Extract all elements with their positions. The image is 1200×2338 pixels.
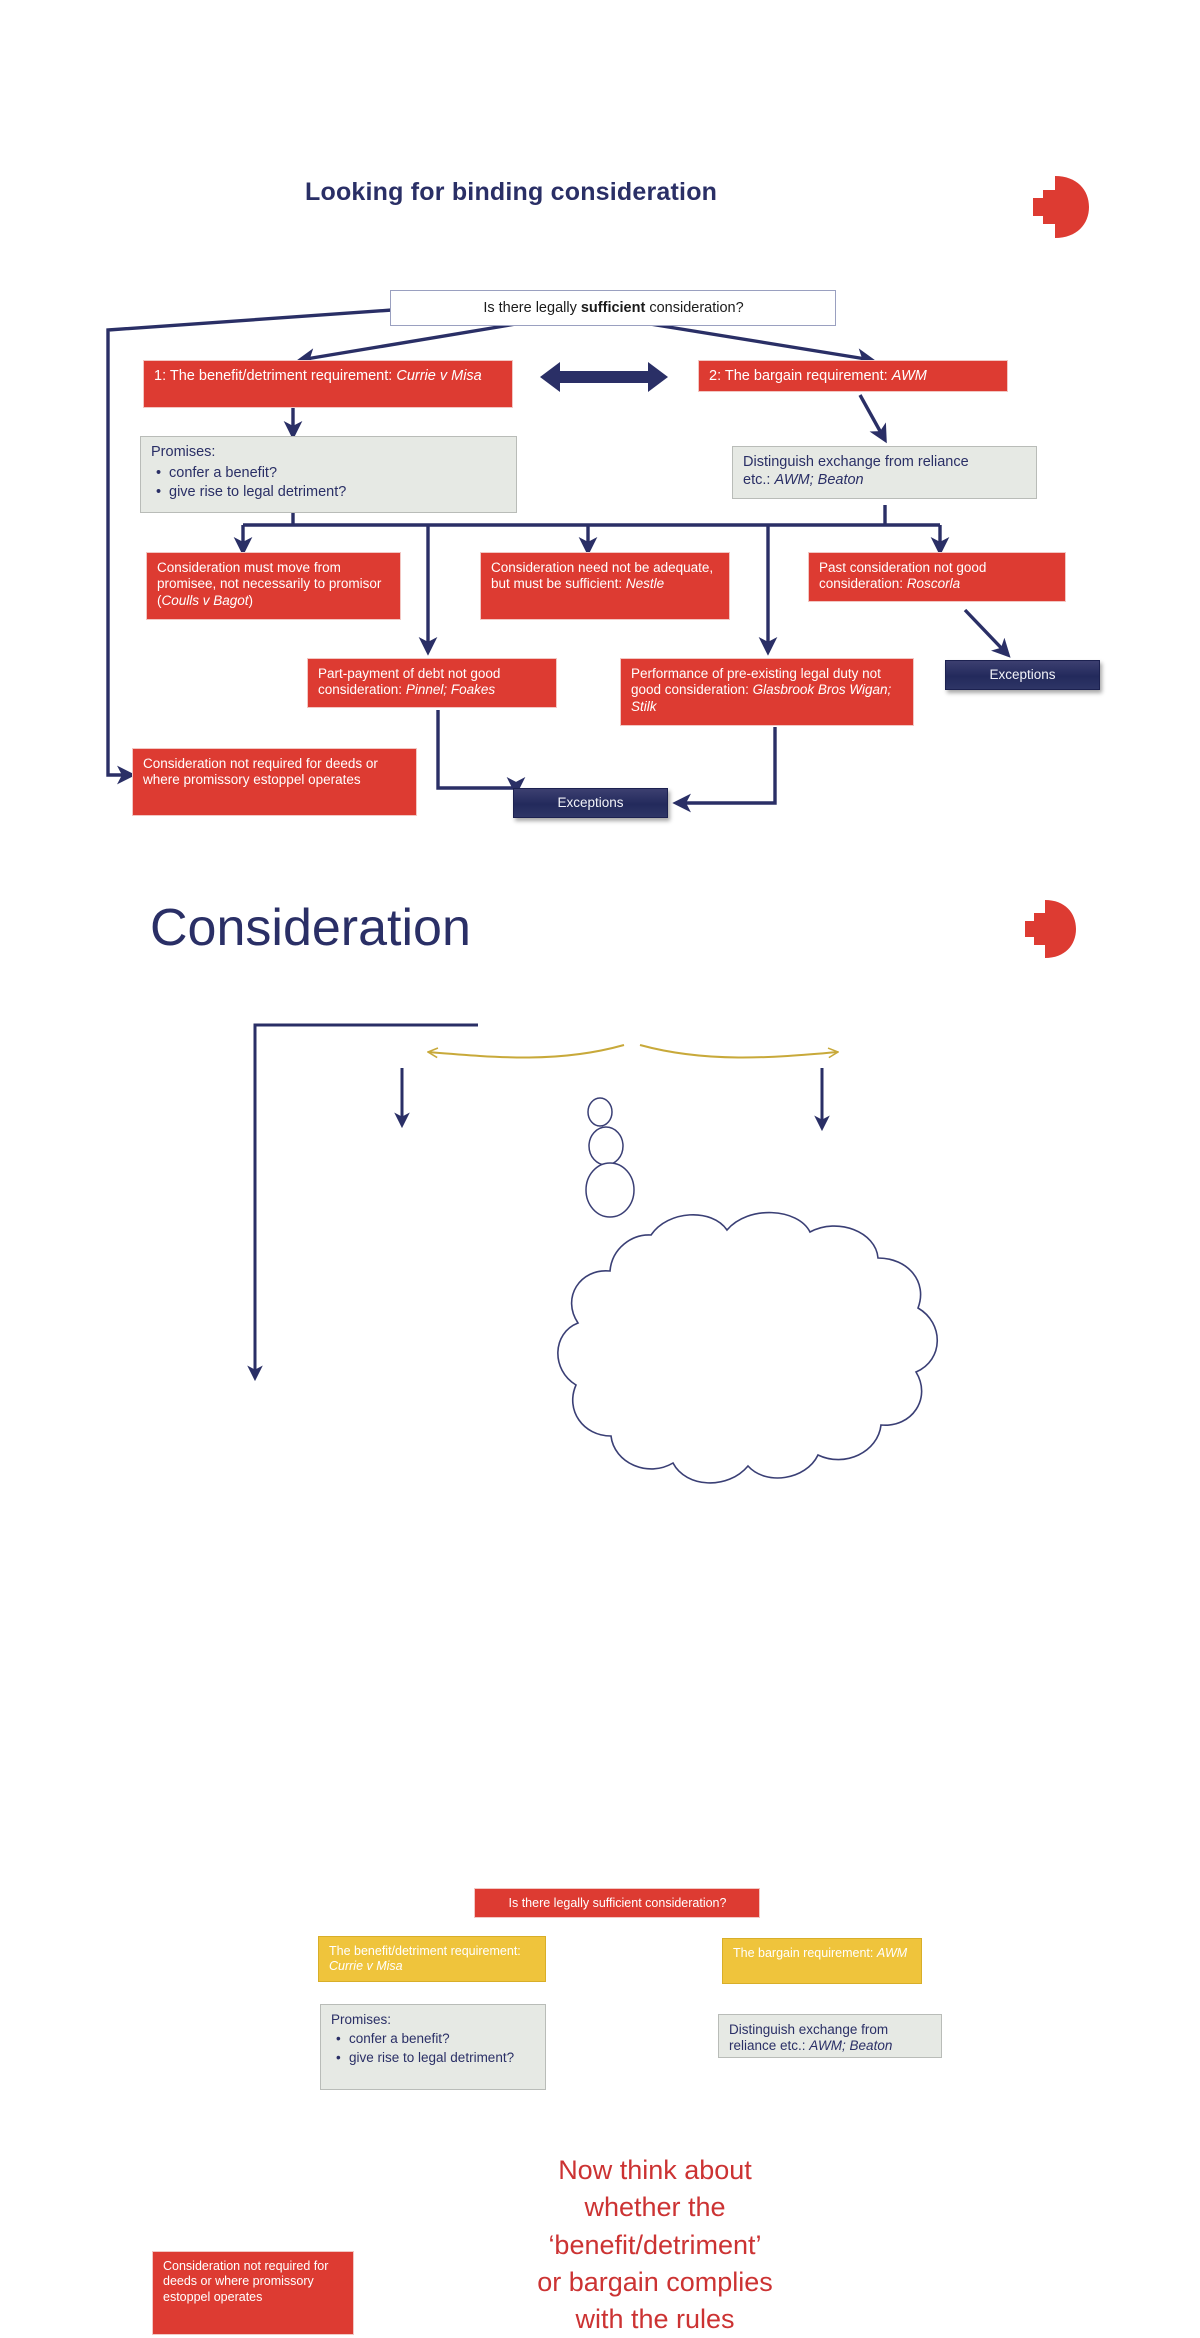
rule-part-payment-box: Part-payment of debt not good considerat…: [307, 658, 557, 708]
promises-box-2: Promises: confer a benefit? give rise to…: [320, 2004, 546, 2090]
distinguish-line1-2: Distinguish exchange from: [729, 2022, 889, 2037]
distinguish-line2-prefix: etc.:: [743, 471, 775, 488]
rule-deeds-estoppel-box-2: Consideration not required for deeds or …: [152, 2251, 354, 2335]
promises-heading: Promises:: [151, 444, 216, 460]
rule-past-consideration-box: Past consideration not good consideratio…: [808, 552, 1066, 602]
rule-part-payment-case: Pinnel; Foakes: [405, 682, 496, 698]
rule-pre-existing-case: Glasbrook Bros Wigan; Stilk: [631, 682, 892, 714]
root-question-text: Is there legally sufficient consideratio…: [483, 299, 744, 316]
exceptions-right-label: Exceptions: [989, 666, 1056, 682]
branch-left-label-2: The benefit/detriment requirement:: [329, 1944, 521, 1958]
distinguish-line1: Distinguish exchange from reliance: [743, 454, 969, 470]
branch-bargain-box-2: The bargain requirement: AWM: [722, 1938, 922, 1984]
exceptions-bottom-label: Exceptions: [557, 794, 624, 810]
branch-benefit-detriment-box: 1: The benefit/detriment requirement: Cu…: [143, 360, 513, 408]
branch-left-case: Currie v Misa: [396, 368, 482, 384]
promises-list: confer a benefit? give rise to legal det…: [151, 465, 507, 502]
root-question-text-2: Is there legally sufficient consideratio…: [508, 1895, 727, 1910]
rule-move-tail: ): [248, 592, 254, 608]
rule-move-text: Consideration must move from promisee, n…: [157, 560, 382, 608]
thought-line: Now think about: [558, 2155, 752, 2185]
slide-binding-consideration: Looking for binding consideration: [0, 0, 1200, 880]
thought-line: whether the: [584, 2192, 726, 2223]
distinguish-line2-case: AWM; Beaton: [774, 471, 864, 488]
slide2-connectors: [247, 1023, 939, 1484]
distinguish-line2-prefix-2: reliance etc.:: [729, 2038, 810, 2054]
distinguish-exchange-box-2: Distinguish exchange from reliance etc.:…: [718, 2014, 942, 2058]
page-title-2: Consideration: [150, 899, 471, 957]
promises-box: Promises: confer a benefit? give rise to…: [140, 436, 517, 513]
rule-past-case: Roscorla: [906, 576, 961, 592]
root-question-box: Is there legally sufficient consideratio…: [390, 290, 836, 326]
rule-adequacy-text: Consideration need not be adequate, but …: [491, 560, 714, 592]
branch-right-case-2: AWM: [876, 1946, 908, 1960]
brand-logo-icon-2: [1025, 900, 1076, 958]
bidirectional-arrow: [540, 362, 668, 392]
page-title: Looking for binding consideration: [305, 178, 718, 206]
rule-pre-existing-duty-box: Performance of pre-existing legal duty n…: [620, 658, 914, 726]
rule-past-text: Past consideration not good consideratio…: [819, 560, 987, 592]
branch-right-label-2: The bargain requirement:: [733, 1946, 877, 1960]
branch-left-label: 1: The benefit/detriment requirement:: [154, 368, 397, 384]
rule-deeds-text-2: Consideration not required for deeds or …: [163, 2259, 329, 2304]
brand-logo-icon: [1033, 176, 1089, 238]
list-item: confer a benefit?: [156, 465, 507, 483]
thought-line: with the rules: [575, 2304, 735, 2334]
thought-line: ‘benefit/detriment’: [548, 2229, 762, 2260]
distinguish-line2-case-2: AWM; Beaton: [809, 2038, 893, 2054]
list-item: give rise to legal detriment?: [156, 484, 507, 502]
root-question-box-2: Is there legally sufficient consideratio…: [474, 1888, 760, 1918]
rule-adequacy-case: Nestle: [625, 576, 665, 592]
rule-deeds-estoppel-box: Consideration not required for deeds or …: [132, 748, 417, 816]
thought-line: or bargain complies: [537, 2266, 773, 2297]
branch-right-case: AWM: [891, 368, 927, 384]
list-item: give rise to legal detriment?: [336, 2050, 536, 2067]
slide-consideration: Consideration: [0, 880, 1200, 2335]
rule-move-from-promisee-box: Consideration must move from promisee, n…: [146, 552, 401, 620]
branch-benefit-detriment-box-2: The benefit/detriment requirement: Curri…: [318, 1936, 546, 1982]
rule-pre-existing-text: Performance of pre-existing legal duty n…: [631, 666, 881, 698]
thought-bubble-text: Now think about whether the ‘benefit/det…: [470, 2152, 840, 2338]
rule-move-case: Coulls v Bagot: [161, 592, 249, 608]
rule-part-payment-text: Part-payment of debt not good considerat…: [318, 666, 501, 698]
branch-right-label: 2: The bargain requirement:: [709, 368, 892, 384]
branch-bargain-box: 2: The bargain requirement: AWM: [698, 360, 1008, 392]
distinguish-exchange-box: Distinguish exchange from reliance etc.:…: [732, 446, 1037, 499]
list-item: confer a benefit?: [336, 2031, 536, 2048]
rule-deeds-text: Consideration not required for deeds or …: [143, 756, 378, 788]
exceptions-button-right[interactable]: Exceptions: [945, 660, 1100, 690]
exceptions-button-bottom[interactable]: Exceptions: [513, 788, 668, 818]
promises-heading-2: Promises:: [331, 2012, 392, 2027]
promises-list-2: confer a benefit? give rise to legal det…: [331, 2031, 536, 2066]
rule-adequacy-box: Consideration need not be adequate, but …: [480, 552, 730, 620]
branch-left-case-2: Currie v Misa: [329, 1959, 403, 1974]
